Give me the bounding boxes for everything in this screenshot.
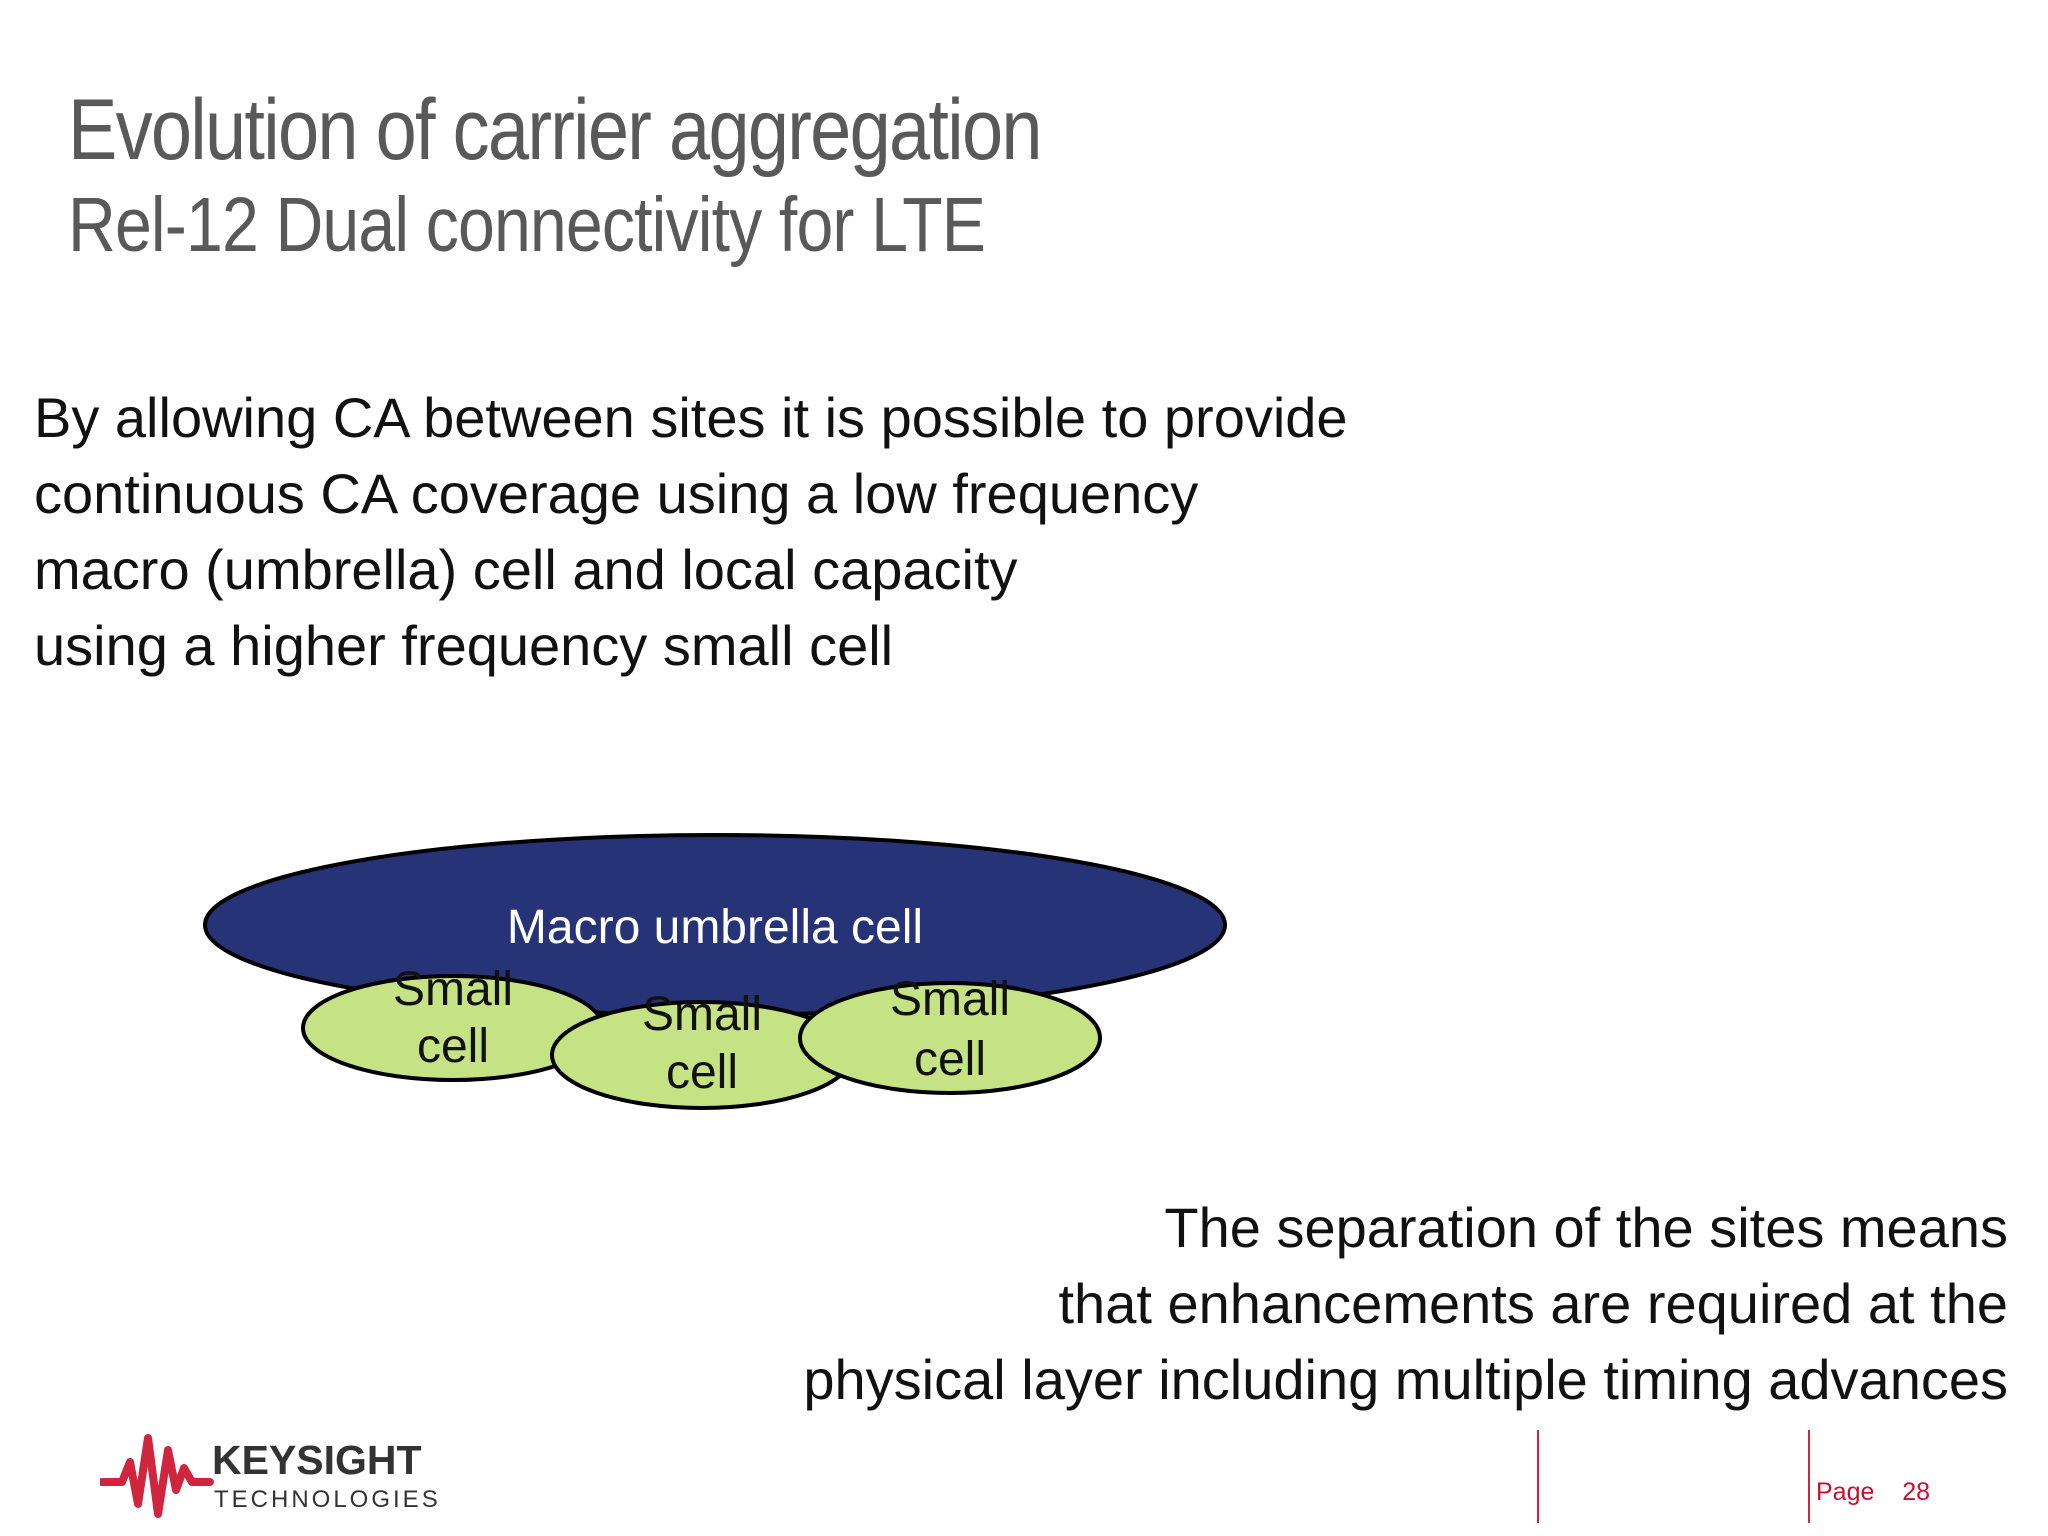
- note-line: that enhancements are required at the: [1058, 1272, 2008, 1335]
- small-cell-label: cell: [666, 1046, 738, 1099]
- logo-name: KEYSIGHT: [212, 1437, 422, 1483]
- body-line: By allowing CA between sites it is possi…: [34, 386, 1348, 449]
- slide-subtitle: Rel-12 Dual connectivity for LTE: [68, 182, 986, 268]
- footer-divider: [1537, 1430, 1539, 1523]
- body-line: continuous CA coverage using a low frequ…: [34, 462, 1199, 525]
- note-text: The separation of the sites means that e…: [803, 1190, 2008, 1418]
- page-number-value: 28: [1902, 1478, 1930, 1506]
- note-line: The separation of the sites means: [1164, 1196, 2008, 1259]
- body-line: using a higher frequency small cell: [34, 614, 894, 677]
- page-number: Page 28: [1816, 1478, 1930, 1507]
- small-cell-label: Small: [890, 973, 1010, 1026]
- body-text: By allowing CA between sites it is possi…: [34, 380, 1634, 684]
- page-label: Page: [1816, 1478, 1875, 1506]
- wave-icon: [100, 1434, 214, 1518]
- small-cell-label: Small: [393, 963, 513, 1016]
- slide-title: Evolution of carrier aggregation: [68, 82, 1043, 178]
- small-cell-label: cell: [417, 1020, 489, 1073]
- small-cell-label: cell: [914, 1033, 986, 1086]
- small-cell-label: Small: [642, 988, 762, 1041]
- cell-diagram: Macro umbrella cell Small cell Small cel…: [203, 833, 1227, 1110]
- note-line: physical layer including multiple timing…: [803, 1348, 2008, 1411]
- logo-sub: TECHNOLOGIES: [214, 1486, 441, 1513]
- small-cell: Small cell: [550, 988, 854, 1110]
- body-line: macro (umbrella) cell and local capacity: [34, 538, 1018, 601]
- macro-cell-label: Macro umbrella cell: [507, 901, 923, 954]
- footer-divider: [1808, 1430, 1810, 1523]
- small-cell: Small cell: [798, 973, 1102, 1095]
- keysight-logo: KEYSIGHT TECHNOLOGIES: [100, 1434, 441, 1518]
